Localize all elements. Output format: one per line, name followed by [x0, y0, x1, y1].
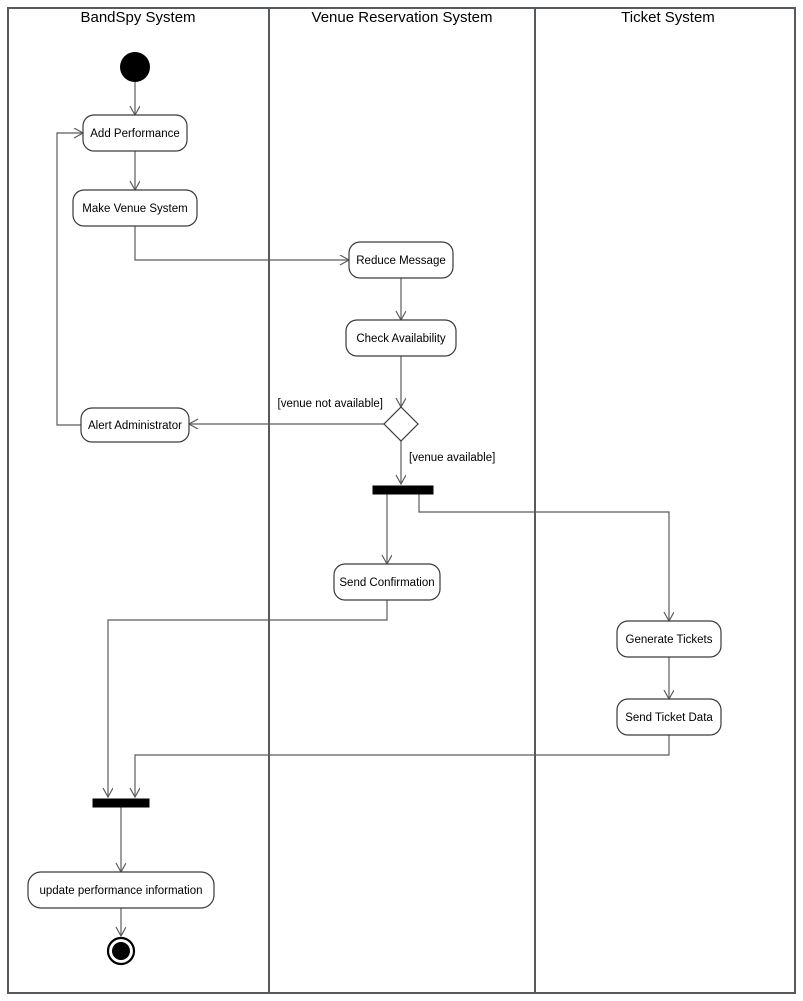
lane-titles: BandSpy System Venue Reservation System …	[80, 9, 714, 26]
final-node[interactable]	[106, 936, 136, 966]
action-alert-administrator[interactable]: Alert Administrator	[80, 407, 190, 443]
action-reduce-message-box[interactable]	[348, 241, 454, 279]
action-generate-tickets-box[interactable]	[616, 620, 722, 658]
action-make-venue-system[interactable]: Make Venue System	[72, 189, 198, 227]
lane-title-venue: Venue Reservation System	[312, 9, 493, 26]
action-send-ticket-data-label: Send Ticket Data	[625, 712, 713, 724]
action-send-ticket-data-box[interactable]	[616, 698, 722, 736]
control-flows	[56, 82, 670, 936]
lane-title-ticket: Ticket System	[621, 9, 715, 26]
action-make-venue-system-label: Make Venue System	[82, 203, 187, 215]
action-update-performance-information[interactable]: update performance information	[27, 871, 215, 909]
action-send-confirmation-box[interactable]	[333, 563, 441, 601]
action-alert-administrator-label: Alert Administrator	[88, 420, 182, 432]
action-check-availability-label: Check Availability	[356, 333, 446, 345]
activity-nodes: Add Performance Make Venue System Reduce…	[27, 52, 722, 966]
action-check-availability-box[interactable]	[345, 319, 457, 357]
swimlane-frame	[7, 7, 796, 994]
action-check-availability[interactable]: Check Availability	[345, 319, 457, 357]
join-node[interactable]	[92, 798, 150, 808]
decision-node-venue-availability[interactable]	[383, 406, 419, 442]
flow-make-venue-to-reduce-message	[134, 226, 349, 260]
action-alert-administrator-box[interactable]	[80, 407, 190, 443]
action-add-performance-box[interactable]	[82, 114, 188, 152]
fork-node[interactable]	[372, 485, 434, 495]
initial-node[interactable]	[120, 52, 150, 82]
guard-venue-not-available: [venue not available]	[278, 398, 384, 410]
action-make-venue-system-box[interactable]	[72, 189, 198, 227]
action-send-ticket-data[interactable]: Send Ticket Data	[616, 698, 722, 736]
diagram-outer-border	[7, 7, 796, 994]
action-add-performance-label: Add Performance	[90, 128, 180, 140]
action-generate-tickets[interactable]: Generate Tickets	[616, 620, 722, 658]
flow-alert-administrator-to-add-performance	[56, 133, 83, 426]
action-generate-tickets-label: Generate Tickets	[626, 634, 713, 646]
action-send-confirmation-label: Send Confirmation	[339, 577, 434, 589]
action-reduce-message-label: Reduce Message	[356, 255, 446, 267]
lane-title-bandspy: BandSpy System	[80, 9, 195, 26]
action-add-performance[interactable]: Add Performance	[82, 114, 188, 152]
guard-labels: [venue not available] [venue available]	[278, 398, 496, 464]
final-node-core	[112, 942, 130, 960]
flow-send-ticket-data-to-join	[135, 735, 670, 797]
action-update-performance-information-label: update performance information	[39, 885, 202, 897]
action-send-confirmation[interactable]: Send Confirmation	[333, 563, 441, 601]
action-reduce-message[interactable]: Reduce Message	[348, 241, 454, 279]
flow-send-confirmation-to-join	[108, 600, 388, 797]
action-update-performance-information-box[interactable]	[27, 871, 215, 909]
flow-fork-to-generate-tickets	[418, 494, 669, 621]
guard-venue-available: [venue available]	[409, 452, 495, 464]
